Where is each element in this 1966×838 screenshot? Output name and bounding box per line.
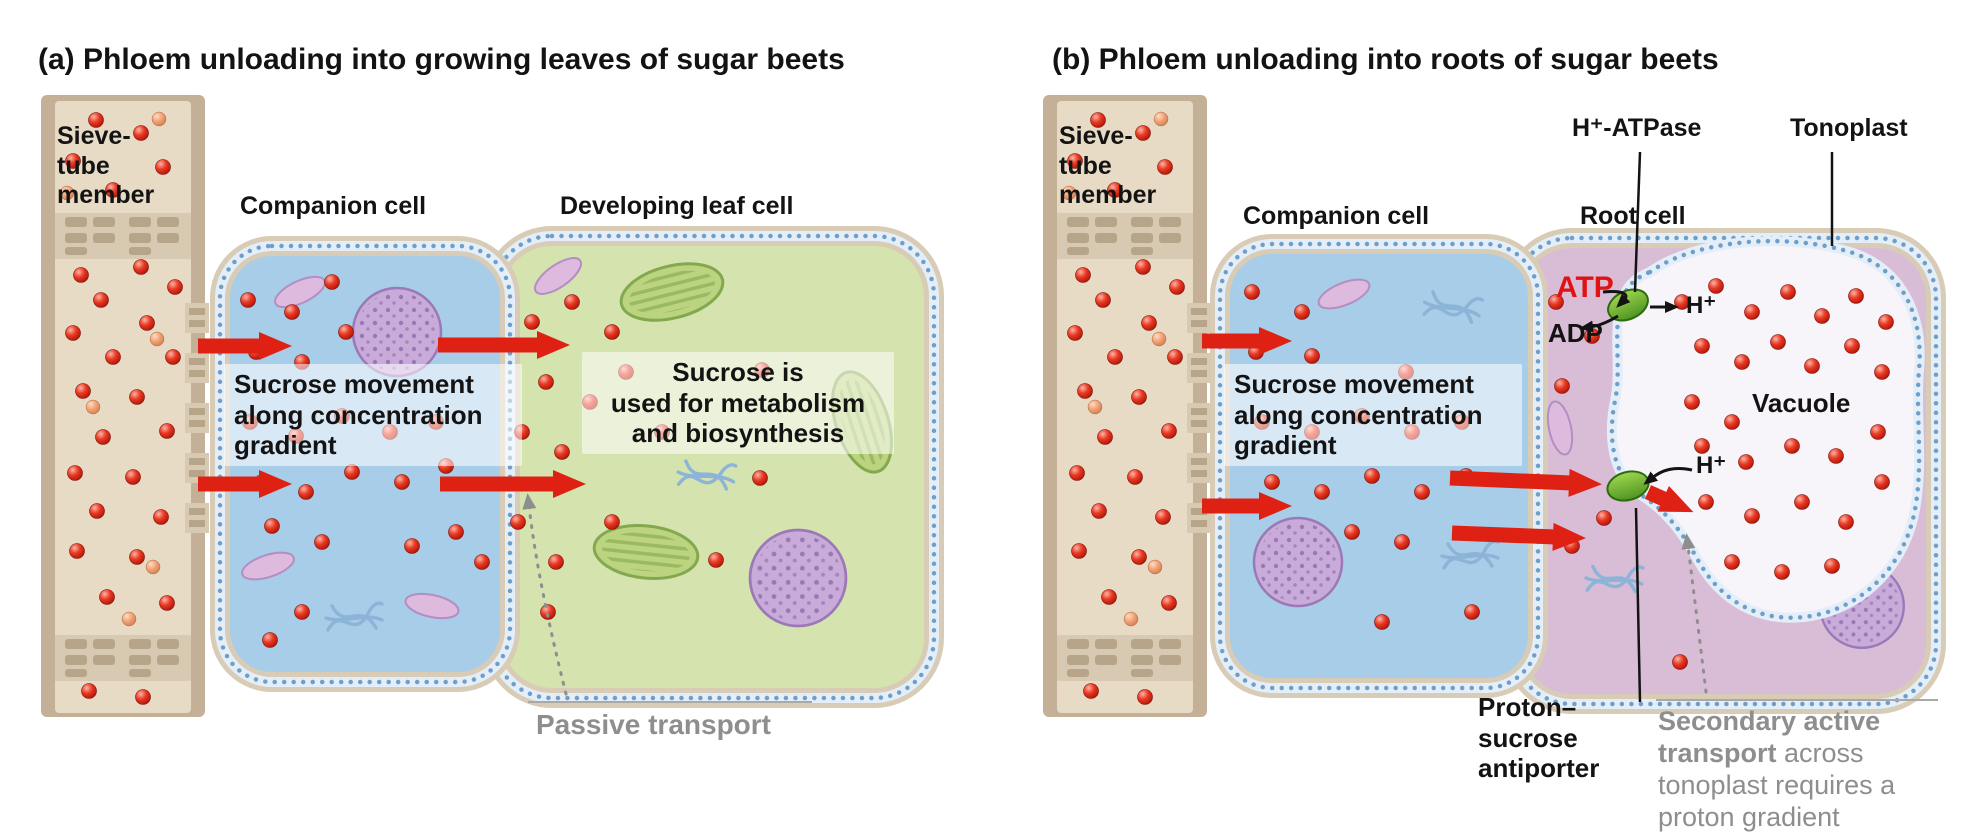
h-atpase-leader <box>1633 151 1642 293</box>
pump-to-adp-arrow <box>1579 314 1619 333</box>
h-plus-out-arrow <box>1643 466 1693 485</box>
companion-cell-label-b: Companion cell <box>1243 202 1430 230</box>
panel-b-art <box>1043 95 1946 717</box>
tonoplast-label: Tonoplast <box>1790 114 1908 142</box>
sieve-tube-label-a: Sieve- tube member <box>57 122 155 209</box>
panel-b-title: (b) Phloem unloading into roots of sugar… <box>1052 43 1719 76</box>
atp-adp-arrows <box>1579 290 1693 485</box>
sucrose-used-text-a: Sucrose is used for metabolism and biosy… <box>582 352 894 455</box>
passive-transport-callout <box>522 493 812 703</box>
companion-cell-label-a: Companion cell <box>240 192 427 220</box>
antiporter-leader <box>1634 507 1642 703</box>
secondary-active-transport-caption: Secondary active transport across tonopl… <box>1658 706 1958 833</box>
nucleus <box>351 286 443 378</box>
panel-a-title: (a) Phloem unloading into growing leaves… <box>38 43 845 76</box>
atp-label: ATP <box>1556 271 1614 304</box>
atp-to-pump-arrow <box>1602 290 1631 308</box>
nucleus <box>748 528 848 628</box>
sucrose-movement-text-b: Sucrose movement along concentration gra… <box>1224 364 1522 467</box>
adp-label: ADP <box>1548 318 1603 348</box>
root-cell-label: Root cell <box>1580 202 1686 230</box>
secondary-transport-callout <box>1656 533 1938 701</box>
secondary-transport-dotted-arrow <box>1681 533 1708 694</box>
sucrose-arrows-a <box>198 331 586 498</box>
h-plus-label-mid: H⁺ <box>1696 452 1726 479</box>
sucrose-movement-text-a: Sucrose movement along concentration gra… <box>224 364 522 467</box>
antiporter-label: Proton– sucrose antiporter <box>1478 692 1600 784</box>
h-atpase-label: H⁺-ATPase <box>1572 114 1702 142</box>
h-plus-label-top: H⁺ <box>1686 292 1716 319</box>
secondary-transport-rest-text: across tonoplast requires a proton gradi… <box>1658 737 1896 832</box>
leaf-cell-label-a: Developing leaf cell <box>560 192 794 220</box>
sieve-tube-label-b: Sieve- tube member <box>1059 122 1157 209</box>
sucrose-arrows-b <box>1202 327 1694 551</box>
passive-transport-dotted-arrow <box>522 493 568 696</box>
nucleus <box>1252 516 1344 608</box>
leader-lines <box>1633 151 1834 703</box>
passive-transport-label: Passive transport <box>536 709 771 740</box>
vacuole-label: Vacuole <box>1752 388 1851 418</box>
secondary-transport-bold-text: Secondary active transport <box>1658 706 1881 768</box>
